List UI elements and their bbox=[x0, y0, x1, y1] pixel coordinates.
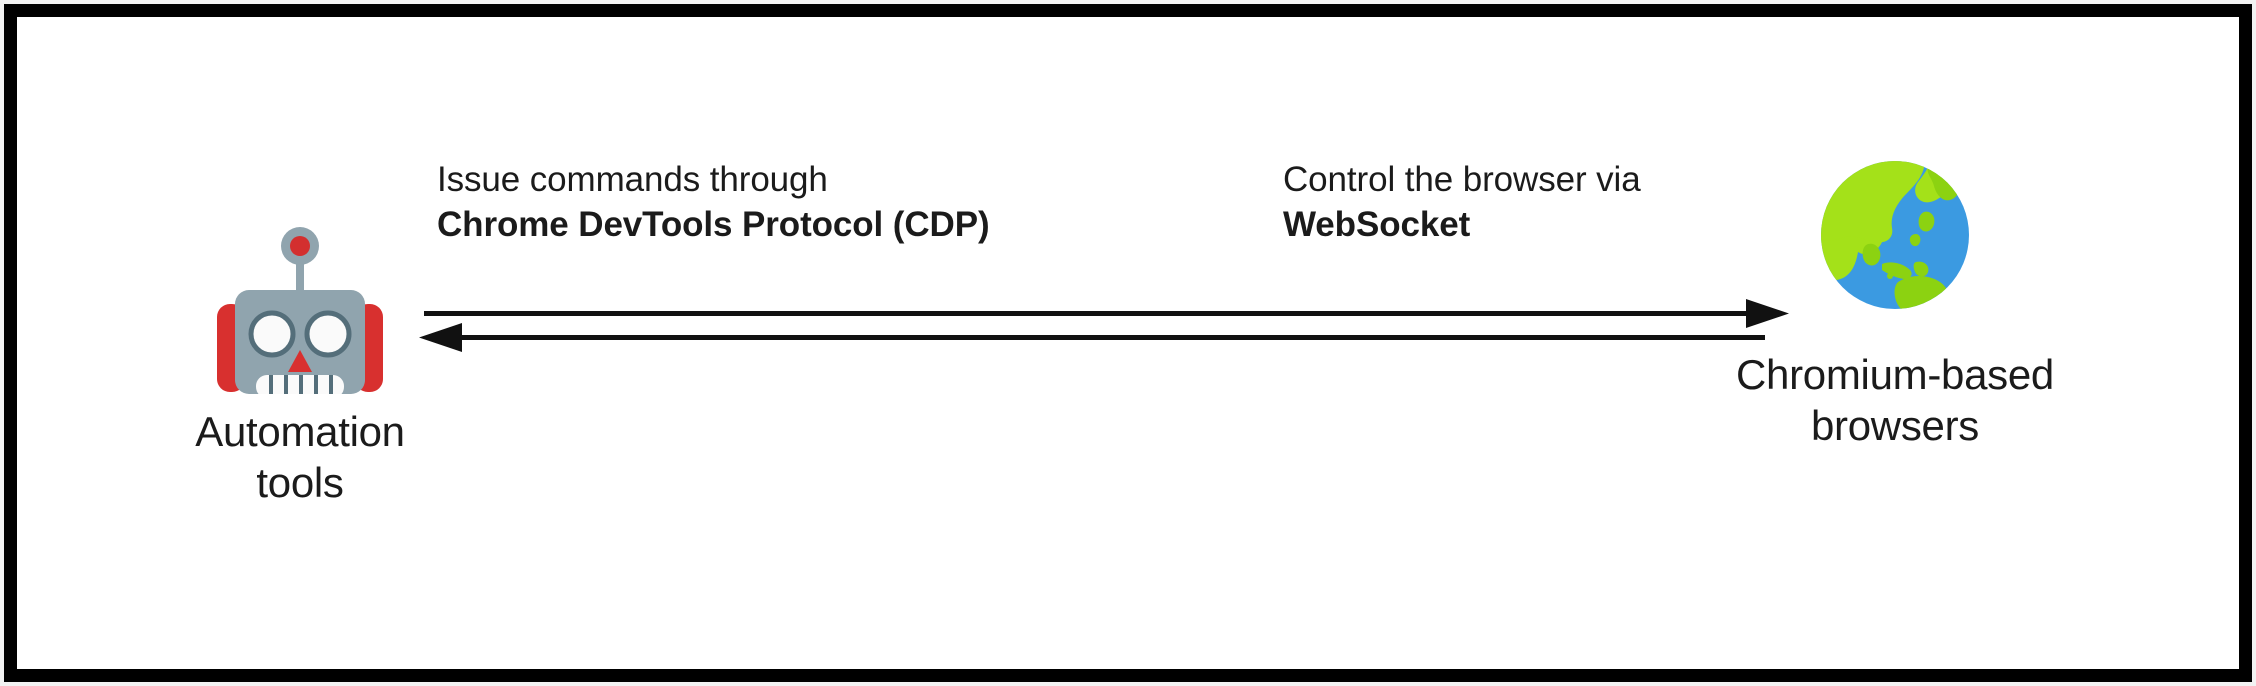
automation-tools-icon-wrap bbox=[85, 215, 515, 400]
connector-label-cdp: Issue commands through Chrome DevTools P… bbox=[437, 158, 990, 248]
automation-tools-caption-line1: Automation bbox=[195, 408, 405, 455]
automation-tools-caption: Automation tools bbox=[85, 406, 515, 508]
connector-label-websocket-line1: Control the browser via bbox=[1283, 160, 1641, 199]
globe-icon bbox=[1821, 161, 1969, 309]
chromium-browsers-caption: Chromium-based browsers bbox=[1670, 349, 2120, 451]
arrow-left bbox=[419, 323, 1765, 352]
connector-label-cdp-line1: Issue commands through bbox=[437, 160, 828, 199]
chromium-browsers-icon-wrap bbox=[1670, 160, 2120, 335]
automation-tools-caption-line2: tools bbox=[256, 459, 344, 507]
arrow-right bbox=[424, 299, 1789, 328]
arrow-pair-svg bbox=[419, 299, 1789, 352]
connector-label-websocket: Control the browser via WebSocket bbox=[1283, 158, 1641, 248]
robot-icon bbox=[217, 226, 383, 394]
node-automation-tools: Automation tools bbox=[85, 215, 515, 508]
connector-label-cdp-line2: Chrome DevTools Protocol (CDP) bbox=[437, 204, 990, 244]
connector-label-websocket-line2: WebSocket bbox=[1283, 204, 1471, 244]
chromium-browsers-caption-line2: browsers bbox=[1811, 402, 1979, 450]
chromium-browsers-caption-line1: Chromium-based bbox=[1736, 351, 2054, 398]
node-chromium-browsers: Chromium-based browsers bbox=[1670, 160, 2120, 451]
connector-arrows bbox=[410, 296, 1800, 358]
